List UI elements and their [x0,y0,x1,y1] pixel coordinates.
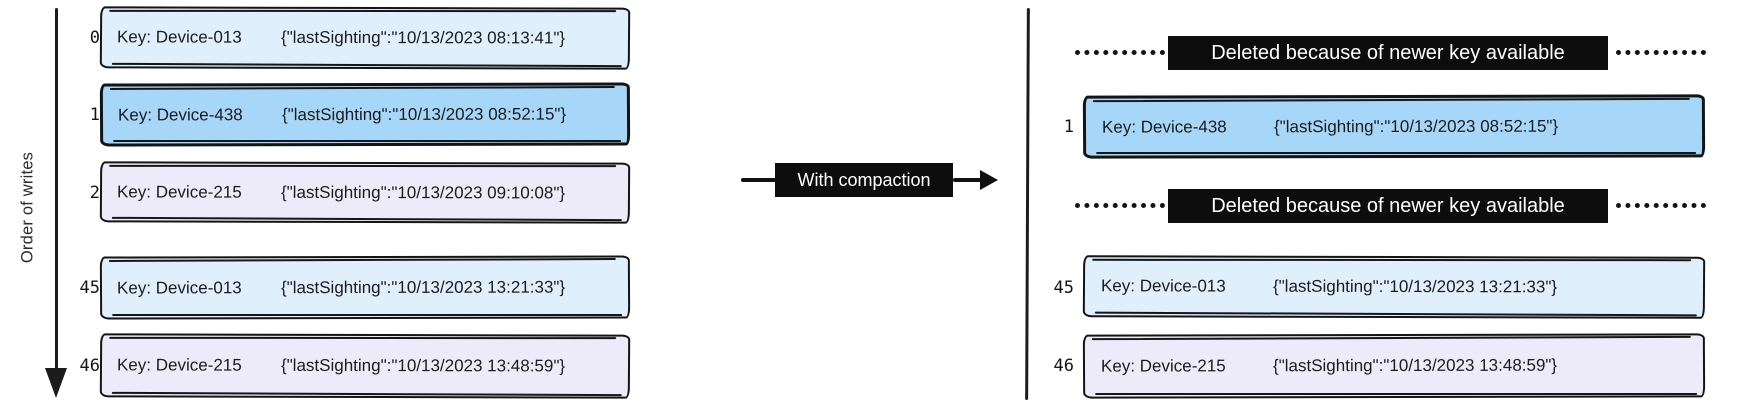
left-record-2: Key: Device-215 {"lastSighting":"10/13/2… [99,161,631,224]
record-value: {"lastSighting":"10/13/2023 13:21:33"} [280,277,566,297]
record-value: {"lastSighting":"10/13/2023 08:52:15"} [281,104,567,124]
down-arrowhead-icon [45,368,67,398]
right-row-index-46: 46 [1053,356,1074,376]
compaction-arrow-line [953,178,982,182]
left-row-index-0: 0 [89,28,100,48]
record-value: {"lastSighting":"10/13/2023 13:48:59"} [1272,355,1558,376]
right-row-index-45: 45 [1053,278,1074,298]
deleted-dotted-line-right [1616,203,1706,208]
record-value: {"lastSighting":"10/13/2023 13:48:59"} [280,355,566,376]
record-value: {"lastSighting":"10/13/2023 09:10:08"} [280,182,566,202]
compaction-label: With compaction [775,163,953,197]
left-record-46: Key: Device-215 {"lastSighting":"10/13/2… [99,333,631,399]
right-record-46: Key: Device-215 {"lastSighting":"10/13/2… [1082,333,1706,399]
left-record-1: Key: Device-438 {"lastSighting":"10/13/2… [99,82,631,147]
deleted-marker-0: Deleted because of newer key available [1168,36,1608,70]
deleted-dotted-line-right [1616,50,1706,55]
record-key: Key: Device-013 [1100,276,1226,296]
record-key: Key: Device-215 [1100,356,1226,376]
record-key: Key: Device-215 [116,181,242,202]
right-arrowhead-icon [980,169,998,190]
record-key: Key: Device-013 [116,277,242,298]
deleted-dotted-line-left [1075,203,1165,208]
compacted-segment-line [1025,7,1031,401]
deleted-dotted-line-left [1075,50,1165,55]
right-record-45: Key: Device-013 {"lastSighting":"10/13/2… [1082,255,1706,319]
order-axis-label: Order of writes [18,151,37,264]
compaction-connector-line [741,178,776,182]
right-record-1: Key: Device-438 {"lastSighting":"10/13/2… [1082,94,1706,159]
record-value: {"lastSighting":"10/13/2023 08:13:41"} [280,27,566,48]
left-row-index-45: 45 [79,278,100,298]
left-record-45: Key: Device-013 {"lastSighting":"10/13/2… [99,255,631,320]
left-row-index-46: 46 [79,356,100,376]
left-row-index-1: 1 [89,105,100,125]
record-key: Key: Device-438 [1101,116,1227,137]
left-record-0: Key: Device-013 {"lastSighting":"10/13/2… [99,6,631,70]
left-row-index-2: 2 [89,183,100,203]
deleted-marker-2: Deleted because of newer key available [1168,189,1608,223]
right-row-index-1: 1 [1063,117,1074,137]
record-value: {"lastSighting":"10/13/2023 08:52:15"} [1273,116,1559,136]
record-key: Key: Device-215 [116,355,242,375]
order-axis-line [55,8,59,372]
record-key: Key: Device-438 [117,104,243,125]
record-value: {"lastSighting":"10/13/2023 13:21:33"} [1272,276,1558,297]
record-key: Key: Device-013 [116,27,242,47]
